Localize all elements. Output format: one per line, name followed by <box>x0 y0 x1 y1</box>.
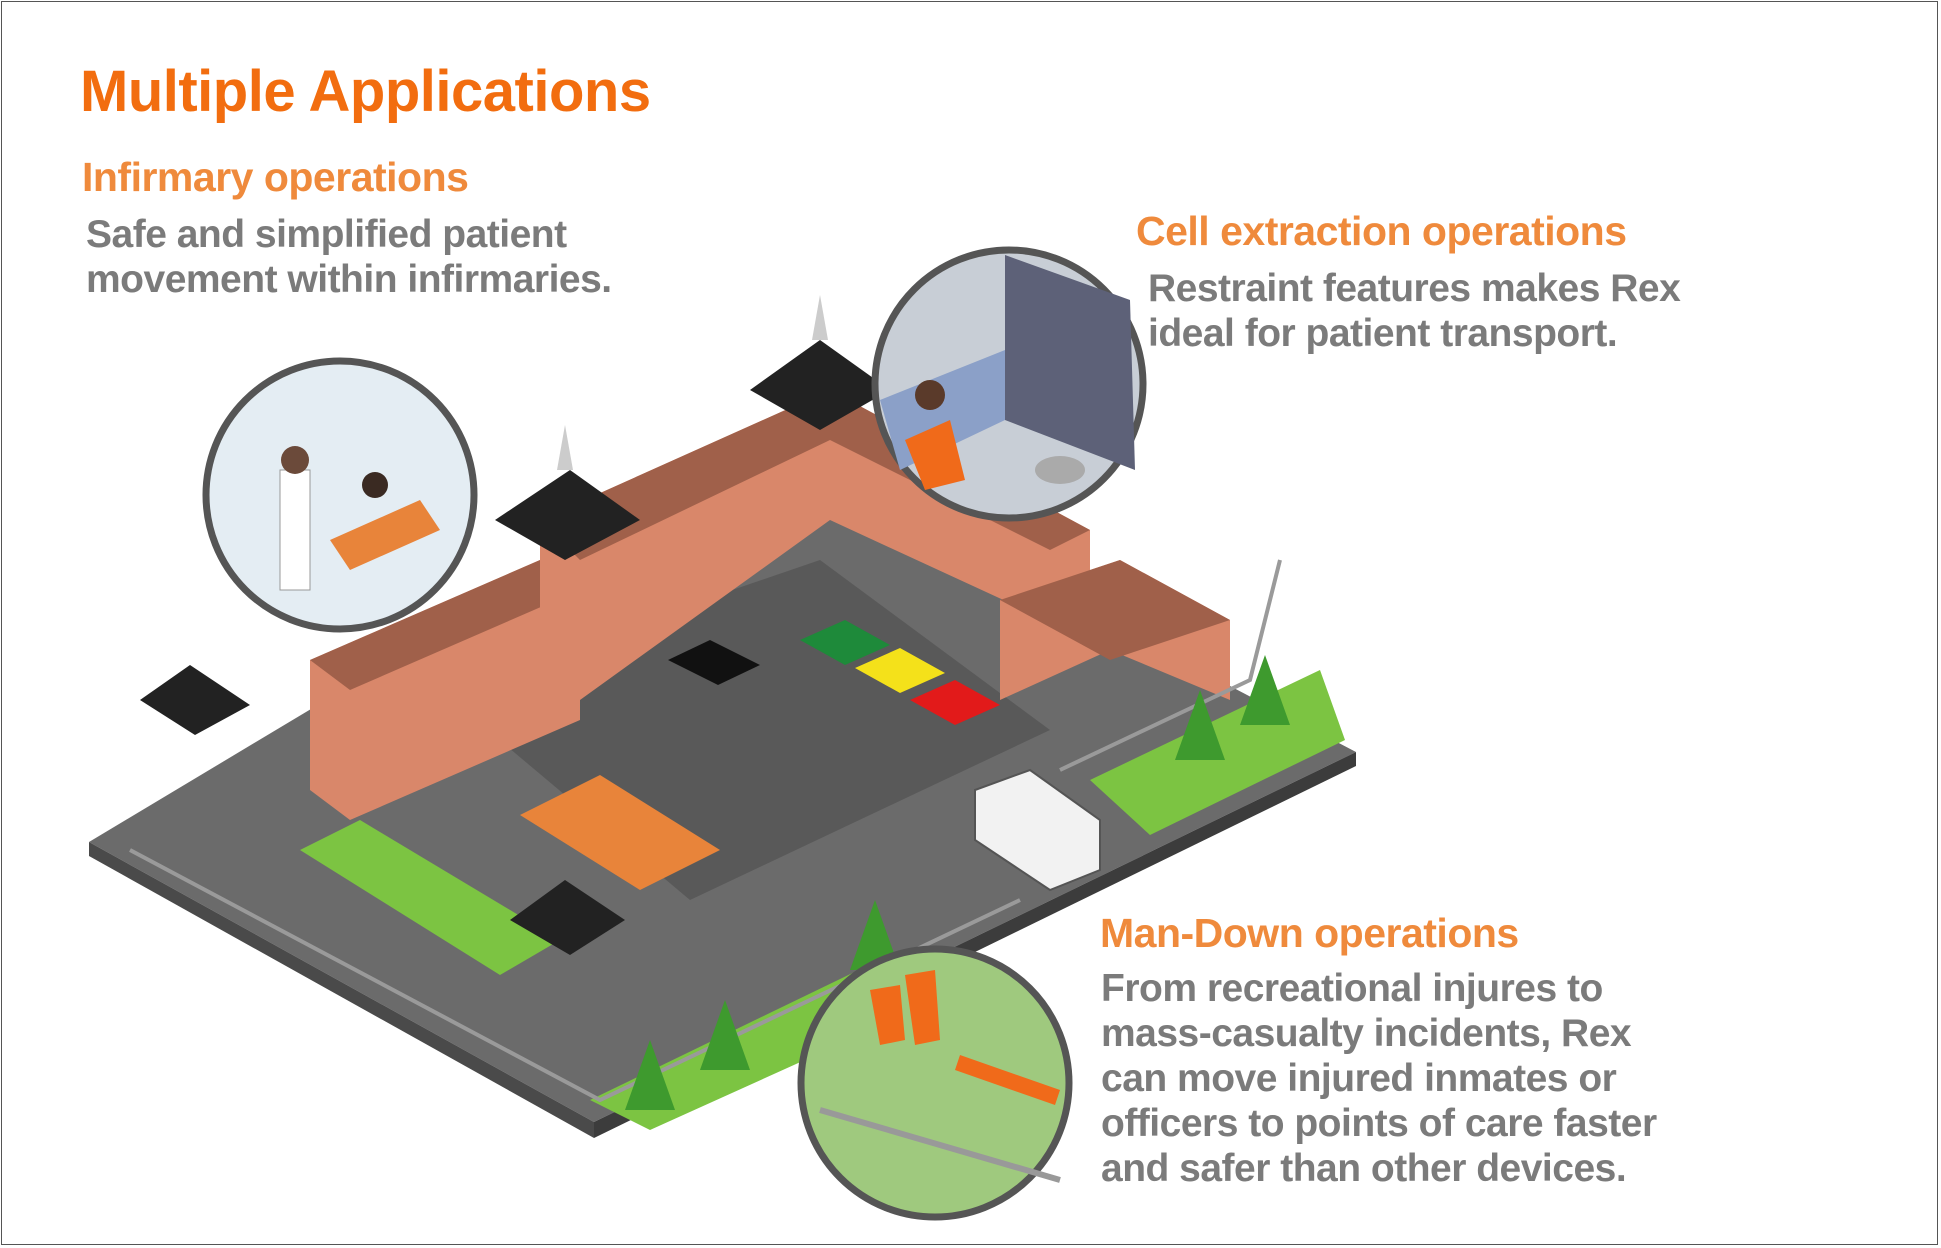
tree <box>1175 690 1225 760</box>
tree <box>625 1040 675 1110</box>
tower-roof <box>750 340 890 430</box>
cell-extraction-circle <box>871 246 1147 522</box>
description-line: movement within infirmaries. <box>86 258 612 301</box>
triage-mat-yellow <box>855 648 945 693</box>
infirmary-circle <box>202 357 478 633</box>
man-down-description: From recreational injures to mass-casual… <box>1101 966 1657 1191</box>
grass-left <box>300 820 560 975</box>
description-line: mass-casualty incidents, Rex <box>1101 1012 1632 1055</box>
description-line: ideal for patient transport. <box>1148 312 1618 355</box>
page-title: Multiple Applications <box>80 59 651 124</box>
tower-roof <box>510 880 625 955</box>
building-west <box>310 560 580 820</box>
tower-roof <box>140 665 250 735</box>
triage-mat-red <box>910 680 1000 725</box>
cell-extraction-description: Restraint features makes Rex ideal for p… <box>1148 266 1681 356</box>
description-line: Restraint features makes Rex <box>1148 267 1681 310</box>
description-line: officers to points of care faster <box>1101 1102 1657 1145</box>
cell-extraction-heading: Cell extraction operations <box>1136 208 1627 254</box>
description-line: From recreational injures to <box>1101 967 1603 1010</box>
triage-mat-green <box>800 620 890 665</box>
description-line: can move injured inmates or <box>1101 1057 1617 1100</box>
tower-roof <box>495 470 640 560</box>
description-line: and safer than other devices. <box>1101 1147 1627 1190</box>
tree <box>700 1000 750 1070</box>
man-down-circle <box>797 945 1073 1221</box>
fence <box>1059 559 1282 772</box>
description-line: Safe and simplified patient <box>86 213 567 256</box>
man-down-heading: Man-Down operations <box>1100 910 1519 956</box>
tree <box>1240 655 1290 725</box>
triage-mat-black <box>668 640 760 685</box>
tree <box>850 900 900 970</box>
infirmary-description: Safe and simplified patient movement wit… <box>86 212 612 302</box>
ambulance <box>974 768 1101 892</box>
basketball-court <box>520 775 720 890</box>
infirmary-heading: Infirmary operations <box>82 154 469 200</box>
